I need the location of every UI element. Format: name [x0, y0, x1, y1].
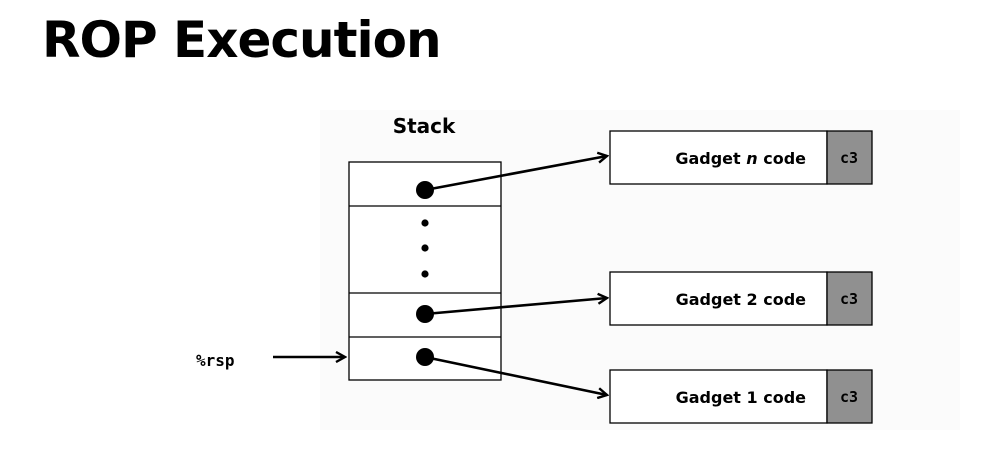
stack-label: Stack — [393, 114, 456, 138]
gadget-n-code-cell — [609, 130, 828, 185]
gadget-2-box: Gadget 2 code c3 — [609, 271, 873, 326]
arrow-to-gadget-2 — [424, 298, 607, 316]
gadget-1-box: Gadget 1 code c3 — [609, 369, 873, 424]
gadget-2-code-cell — [609, 271, 828, 326]
gadget-2-label: Gadget 2 code — [676, 290, 807, 309]
ellipsis-dot — [421, 270, 429, 278]
ellipsis-dot — [421, 244, 429, 252]
stack — [348, 161, 502, 381]
gadget-1-label: Gadget 1 code — [676, 388, 807, 407]
gadget-n-ret-byte: c3 — [840, 149, 858, 167]
gadget-1-ret-cell — [826, 369, 873, 424]
gadget-1-ret-byte: c3 — [840, 388, 858, 406]
page-title: ROP Execution — [42, 11, 442, 69]
gadget-2-ret-byte: c3 — [840, 290, 858, 308]
gadget-n-box: Gadget n code c3 — [609, 130, 873, 185]
ellipsis-dot — [421, 219, 429, 227]
arrow-to-gadget-1 — [424, 355, 607, 395]
gadget-1-code-cell — [609, 369, 828, 424]
rsp-label: %rsp — [196, 351, 235, 370]
arrow-to-gadget-n — [424, 156, 607, 192]
gadget-n-ret-cell — [826, 130, 873, 185]
gadget-n-label: Gadget n code — [675, 149, 806, 168]
gadget-2-ret-cell — [826, 271, 873, 326]
